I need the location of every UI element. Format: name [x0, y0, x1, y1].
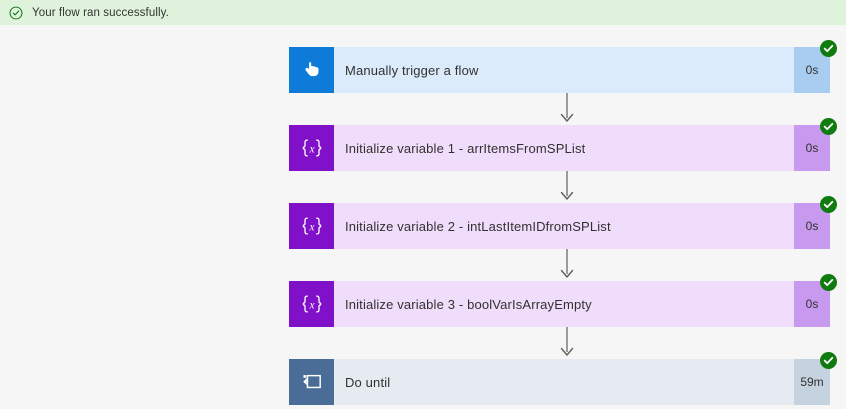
flow-node-body[interactable]: Initialize variable 1 - arrItemsFromSPLi… — [334, 125, 794, 171]
variable-braces-x-icon: x — [289, 203, 334, 249]
flow-node-body[interactable]: Do until — [334, 359, 794, 405]
svg-text:x: x — [308, 143, 314, 155]
flow-connector-arrow-1 — [559, 93, 575, 123]
flow-node-title: Initialize variable 2 - intLastItemIDfro… — [345, 218, 611, 234]
flow-node-manually-trigger-a-flow[interactable]: Manually trigger a flow 0s — [289, 40, 837, 93]
flow-node-body[interactable]: Initialize variable 2 - intLastItemIDfro… — [334, 203, 794, 249]
flow-node-title: Manually trigger a flow — [345, 62, 479, 78]
check-circle-outline-icon — [9, 6, 23, 20]
flow-node-initialize-variable-1[interactable]: x Initialize variable 1 - arrItemsFromSP… — [289, 118, 837, 171]
do-until-loop-icon — [289, 359, 334, 405]
flow-node-duration: 0s — [794, 281, 830, 327]
flow-run-canvas: Manually trigger a flow 0s x Initialize … — [0, 25, 846, 409]
svg-text:x: x — [308, 221, 314, 233]
flow-connector-arrow-3 — [559, 249, 575, 279]
tap-hand-icon — [289, 47, 334, 93]
flow-node-initialize-variable-3[interactable]: x Initialize variable 3 - boolVarIsArray… — [289, 274, 837, 327]
flow-node-initialize-variable-2[interactable]: x Initialize variable 2 - intLastItemIDf… — [289, 196, 837, 249]
status-badge — [820, 274, 837, 291]
flow-status-banner: Your flow ran successfully. — [0, 0, 846, 25]
flow-connector-arrow-2 — [559, 171, 575, 201]
status-badge — [820, 352, 837, 369]
flow-node-title: Do until — [345, 374, 391, 390]
flow-status-message: Your flow ran successfully. — [32, 6, 169, 19]
flow-node-do-until[interactable]: Do until 59m — [289, 352, 837, 405]
flow-node-body[interactable]: Initialize variable 3 - boolVarIsArrayEm… — [334, 281, 794, 327]
status-badge — [820, 196, 837, 213]
flow-node-title: Initialize variable 1 - arrItemsFromSPLi… — [345, 140, 586, 156]
status-badge — [820, 40, 837, 57]
flow-connector-arrow-4 — [559, 327, 575, 357]
flow-node-body[interactable]: Manually trigger a flow — [334, 47, 794, 93]
status-badge — [820, 118, 837, 135]
svg-text:x: x — [308, 299, 314, 311]
variable-braces-x-icon: x — [289, 281, 334, 327]
variable-braces-x-icon: x — [289, 125, 334, 171]
flow-node-title: Initialize variable 3 - boolVarIsArrayEm… — [345, 296, 592, 312]
